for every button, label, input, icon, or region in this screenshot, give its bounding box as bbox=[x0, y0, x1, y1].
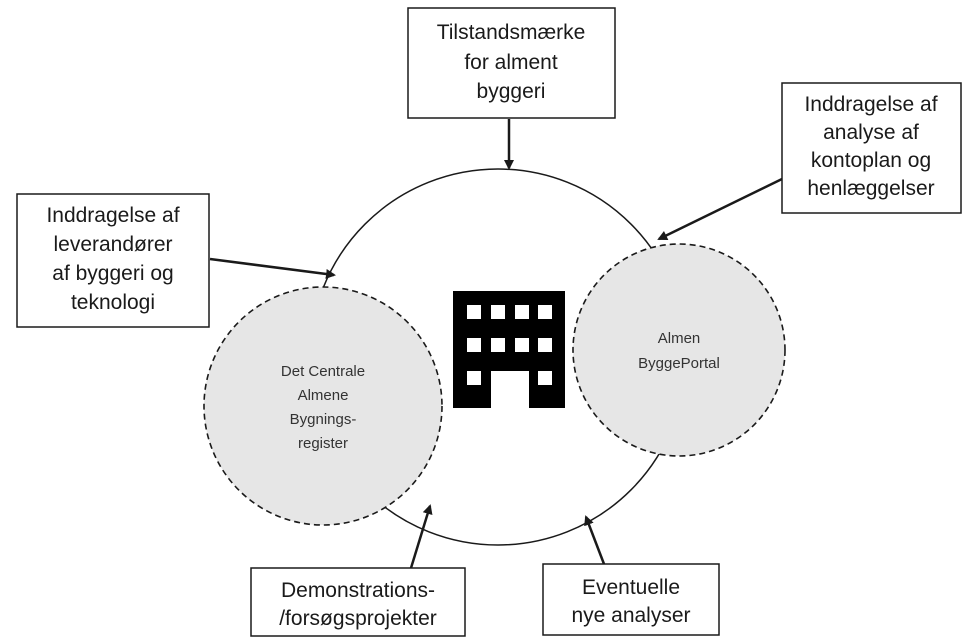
box-left-line-4: teknologi bbox=[71, 291, 155, 314]
left-sub-circle-line-3: Bygnings- bbox=[290, 411, 357, 428]
box-top-line-2: for alment bbox=[464, 51, 558, 74]
box-top-line-1: Tilstandsmærke bbox=[437, 21, 586, 44]
box-top-right-line-1: Inddragelse af bbox=[804, 93, 937, 116]
right-sub-circle-label: Almen ByggePortal bbox=[638, 330, 720, 372]
box-left-line-1: Inddragelse af bbox=[46, 204, 179, 227]
box-bottom-right-line-1: Eventuelle bbox=[582, 576, 680, 599]
left-sub-circle-line-4: register bbox=[298, 435, 348, 452]
arrow-top-right bbox=[657, 177, 783, 241]
left-sub-circle-label: Det Centrale Almene Bygnings- register bbox=[281, 363, 365, 452]
right-sub-circle-line-1: Almen bbox=[658, 330, 701, 347]
box-left: Inddragelse af leverandører af byggeri o… bbox=[16, 193, 210, 328]
box-bottom-right-line-2: nye analyser bbox=[571, 604, 690, 627]
left-sub-circle-line-2: Almene bbox=[298, 387, 349, 404]
box-bottom-left-line-1: Demonstrations- bbox=[281, 579, 435, 602]
right-sub-circle-line-2: ByggePortal bbox=[638, 355, 720, 372]
box-top-line-3: byggeri bbox=[477, 80, 546, 103]
box-bottom-left: Demonstrations- /forsøgsprojekter bbox=[250, 567, 466, 637]
arrow-left bbox=[209, 257, 336, 279]
box-bottom-left-line-2: /forsøgsprojekter bbox=[279, 607, 437, 630]
building-icon bbox=[453, 291, 565, 408]
box-left-line-3: af byggeri og bbox=[52, 262, 173, 285]
arrow-bottom-left bbox=[409, 504, 433, 569]
box-top-right-line-3: kontoplan og bbox=[811, 149, 931, 172]
left-sub-circle bbox=[203, 286, 443, 526]
box-top-right-line-4: henlæggelser bbox=[807, 177, 934, 200]
box-bottom-right: Eventuelle nye analyser bbox=[542, 563, 720, 636]
box-top-right: Inddragelse af analyse af kontoplan og h… bbox=[781, 82, 962, 214]
box-top: Tilstandsmærke for alment byggeri bbox=[407, 7, 616, 119]
right-sub-circle bbox=[572, 243, 786, 457]
box-left-line-2: leverandører bbox=[53, 233, 172, 256]
left-sub-circle-line-1: Det Centrale bbox=[281, 363, 365, 380]
arrow-bottom-right bbox=[584, 515, 606, 565]
box-top-right-line-2: analyse af bbox=[823, 121, 919, 144]
